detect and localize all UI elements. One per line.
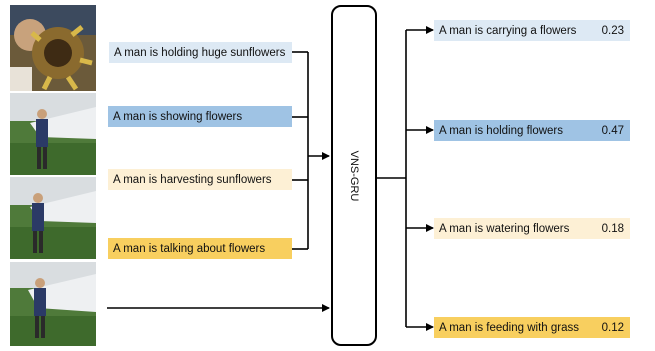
output-caption-4: A man is feeding with grass 0.12: [434, 317, 630, 338]
output-caption-3: A man is watering flowers 0.18: [434, 218, 630, 239]
input-caption-2: A man is showing flowers: [108, 106, 292, 127]
input-caption-1-label: A man is holding huge sunflowers: [114, 46, 286, 59]
video-frame-2: [10, 93, 96, 175]
video-frame-3: [10, 177, 96, 259]
input-caption-3: A man is harvesting sunflowers: [108, 169, 292, 190]
output-caption-3-label: A man is watering flowers: [439, 222, 570, 235]
input-caption-4: A man is talking about flowers: [108, 238, 292, 259]
output-caption-1: A man is carrying a flowers 0.23: [434, 20, 630, 41]
output-score-1: 0.23: [601, 24, 624, 37]
input-caption-1: A man is holding huge sunflowers: [109, 42, 292, 63]
output-caption-1-label: A man is carrying a flowers: [439, 24, 577, 37]
input-caption-3-label: A man is harvesting sunflowers: [113, 173, 272, 186]
output-score-3: 0.18: [601, 222, 624, 235]
vns-gru-label: VNS-GRU: [348, 150, 360, 201]
output-caption-2: A man is holding flowers 0.47: [434, 120, 630, 141]
output-caption-4-label: A man is feeding with grass: [439, 321, 579, 334]
input-caption-4-label: A man is talking about flowers: [113, 242, 266, 255]
output-score-2: 0.47: [601, 124, 624, 137]
vns-gru-block: VNS-GRU: [331, 5, 377, 346]
video-frame-4: [10, 262, 96, 346]
video-frame-1: [10, 5, 96, 91]
output-caption-2-label: A man is holding flowers: [439, 124, 564, 137]
output-score-4: 0.12: [601, 321, 624, 334]
input-caption-2-label: A man is showing flowers: [113, 110, 243, 123]
